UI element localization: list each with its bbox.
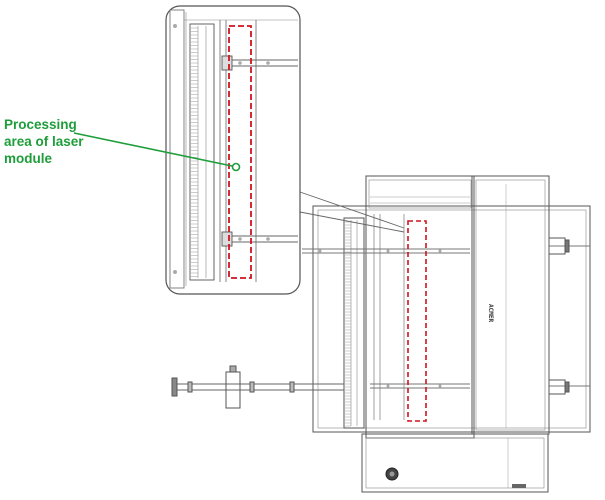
gantry-housing xyxy=(471,175,550,435)
callout-line-1: Processing xyxy=(4,117,77,132)
zoom-rail xyxy=(189,23,215,281)
base-frame xyxy=(312,205,591,433)
brand-mark: ACMER xyxy=(487,304,494,322)
right-handle-bottom xyxy=(548,379,566,395)
callout-leader xyxy=(73,132,241,172)
magnifier-connector xyxy=(299,191,405,233)
processing-area-label: Processing area of laser module xyxy=(4,116,114,167)
processing-area-main xyxy=(407,220,427,422)
arm-end-cap xyxy=(171,377,178,397)
left-rail xyxy=(343,217,365,429)
callout-line-2: area of laser xyxy=(4,134,84,149)
machine-body xyxy=(365,175,475,439)
zoom-detail-panel xyxy=(165,5,301,295)
bottom-housing xyxy=(361,433,549,493)
svg-text:ACMER: ACMER xyxy=(487,304,494,322)
machine-top-view xyxy=(171,175,591,493)
callout-line-3: module xyxy=(4,151,53,166)
callout-marker xyxy=(231,162,241,172)
processing-area-zoomed xyxy=(228,25,252,279)
